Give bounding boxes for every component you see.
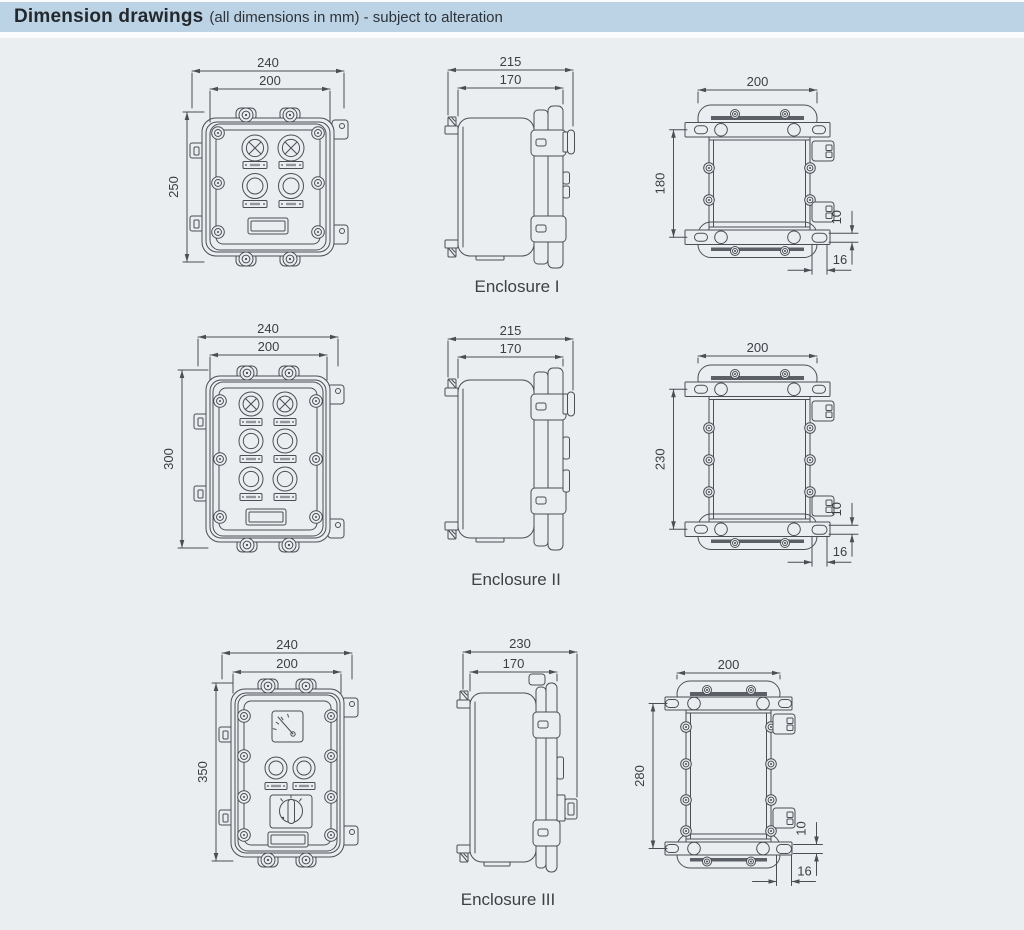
dim-label: 170: [500, 72, 522, 87]
dim-label: 230: [509, 636, 531, 651]
enclosure-1-back-view: 200 180 10 16: [653, 74, 859, 275]
page-title: Dimension drawings: [14, 6, 204, 27]
dim-label: 200: [747, 340, 769, 355]
dim-label: 200: [747, 74, 769, 89]
dim-label: 300: [161, 448, 176, 470]
dim-label: 240: [257, 321, 279, 336]
dim-label: 215: [500, 54, 522, 69]
dim-label: 10: [829, 502, 844, 516]
dim-label: 240: [257, 55, 279, 70]
dim-label: 170: [500, 341, 522, 356]
enclosure-iii-caption: Enclosure III: [460, 890, 556, 909]
dim-label: 10: [829, 210, 844, 224]
dim-label: 170: [503, 656, 525, 671]
dim-label: 230: [653, 448, 668, 470]
dim-label: 180: [653, 173, 668, 195]
page-subtitle: (all dimensions in mm) - subject to alte…: [209, 8, 503, 26]
dim-label: 16: [833, 252, 847, 267]
dim-label: 200: [259, 73, 281, 88]
enclosure-2-front-view: 240 200 300: [161, 321, 345, 553]
dim-label: 250: [166, 176, 181, 198]
dim-label: 240: [276, 637, 298, 652]
dim-label: 350: [195, 761, 210, 783]
enclosure-ii-caption: Enclosure II: [471, 570, 561, 589]
dim-label: 200: [276, 656, 298, 671]
dim-label: 16: [797, 864, 811, 879]
dim-label: 280: [632, 765, 647, 787]
enclosure-i-caption: Enclosure I: [474, 277, 560, 296]
enclosure-3-back-view: 200 280 10 16: [632, 657, 823, 886]
enclosure-3-front-view: 240 200 350: [195, 637, 359, 868]
dim-label: 16: [833, 544, 847, 559]
dim-label: 200: [718, 657, 740, 672]
header-bar: Dimension drawings (all dimensions in mm…: [0, 2, 1024, 32]
dim-label: 200: [258, 339, 280, 354]
enclosure-2-back-view: 200 230 10 16: [653, 340, 859, 567]
enclosure-1-front-view: 240 200 250: [166, 55, 349, 267]
dim-label: 215: [500, 323, 522, 338]
dim-label: 10: [794, 821, 809, 835]
